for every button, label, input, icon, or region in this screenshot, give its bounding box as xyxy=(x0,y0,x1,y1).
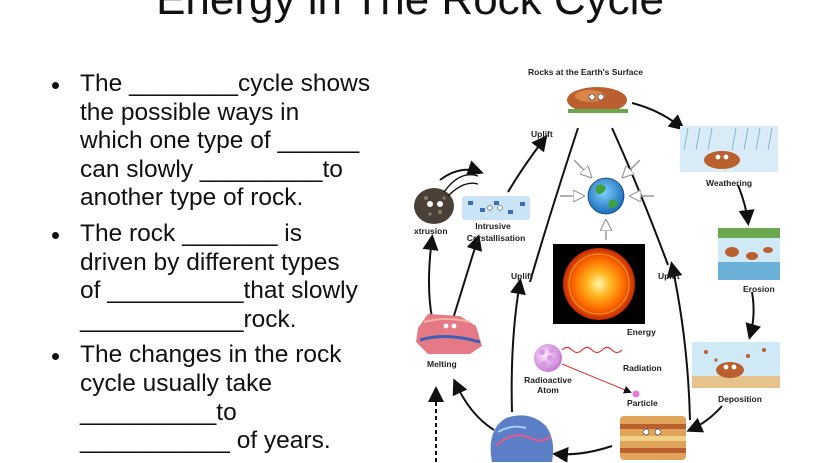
bullet-dot xyxy=(52,82,59,89)
label-erosion: Erosion xyxy=(743,284,775,294)
bullet-line: The ________cycle shows xyxy=(80,70,371,97)
bullet-line: The changes in the rock xyxy=(80,341,342,369)
bullet-dot xyxy=(52,231,59,239)
radioactive-atom-icon xyxy=(534,344,562,372)
sun-image xyxy=(553,244,645,324)
label-crystallisation: Crystallisation xyxy=(467,233,526,243)
label-particle: Particle xyxy=(627,398,658,408)
bullet-item: The rock _______ is driven by different … xyxy=(46,220,406,334)
surface-rock-icon xyxy=(567,87,628,113)
bullet-line: another type of rock. xyxy=(80,184,304,212)
bullet-line: The rock _______ is xyxy=(80,219,302,247)
energy-arrow-ul xyxy=(573,159,590,176)
label-intrusive: Intrusive xyxy=(475,221,511,231)
arrow-weathering-to-erosion xyxy=(737,184,755,226)
arrow-intrusive-to-uplift xyxy=(507,134,548,193)
bullet-list: The ________cycle shows the possible way… xyxy=(46,70,406,463)
arrow-melting-to-intrusive xyxy=(451,234,483,323)
label-radioactive: Radioactive xyxy=(524,375,572,385)
particle-dot xyxy=(632,390,640,398)
melting-rock-icon xyxy=(416,314,482,354)
label-atom: Atom xyxy=(537,385,559,395)
earth-icon xyxy=(587,177,625,215)
bullet-item: The changes in the rock cycle usually ta… xyxy=(46,341,406,455)
arrow-surface-to-weathering xyxy=(631,102,686,131)
sedimentary-rock-icon xyxy=(620,416,686,460)
deposition-icon xyxy=(692,342,780,388)
extrusion-rock-icon xyxy=(414,174,479,224)
arrow-extrusion-to-surface xyxy=(439,160,484,181)
intrusive-rock-icon xyxy=(462,196,530,220)
bullet-dot xyxy=(52,353,59,361)
bullet-line: the possible ways in xyxy=(80,98,300,126)
arrow-metamorphic-to-melting xyxy=(452,378,495,431)
arrow-sedimentary-to-metamorphic xyxy=(552,445,613,462)
label-rocks-surface: Rocks at the Earth's Surface xyxy=(528,67,643,77)
arrow-deposition-to-metamorphic xyxy=(686,405,723,433)
metamorphic-rock-icon xyxy=(490,415,554,462)
bullet-item: The ________cycle shows the possible way… xyxy=(46,70,406,213)
bullet-line: cycle usually take xyxy=(80,369,273,397)
erosion-icon xyxy=(718,228,780,280)
energy-arrow-ur xyxy=(624,159,641,176)
label-deposition: Deposition xyxy=(718,394,762,404)
label-uplift-left: Uplift xyxy=(511,271,533,281)
label-uplift-right: Uplift xyxy=(658,271,680,281)
bullet-line: which one type of ______ xyxy=(80,127,360,155)
label-weathering: Weathering xyxy=(706,178,752,188)
arrow-uplift-left xyxy=(510,278,526,413)
arrow-erosion-to-deposition xyxy=(745,291,761,340)
bullet-line: ____________rock. xyxy=(80,305,297,333)
radiation-line xyxy=(561,363,632,394)
line-inner-left xyxy=(529,127,579,283)
label-melting: Melting xyxy=(427,359,457,369)
bullet-line: driven by different types xyxy=(80,248,340,276)
weathering-icon xyxy=(680,126,778,172)
label-energy: Energy xyxy=(627,327,656,337)
energy-wave xyxy=(561,346,623,354)
label-extrusion: xtrusion xyxy=(414,226,448,236)
bullet-line: can slowly _________to xyxy=(80,155,343,183)
slide-title: Energy in The Rock Cycle xyxy=(0,0,820,26)
bullet-line: __________to xyxy=(80,398,237,426)
label-radiation: Radiation xyxy=(623,363,662,373)
arrow-uplift-right xyxy=(666,261,691,421)
arrow-melting-to-extrusion xyxy=(422,234,439,319)
label-uplift-top: Uplift xyxy=(531,129,553,139)
bullet-line: of __________that slowly xyxy=(80,277,358,305)
bullet-line: ___________ of years. xyxy=(80,427,331,455)
